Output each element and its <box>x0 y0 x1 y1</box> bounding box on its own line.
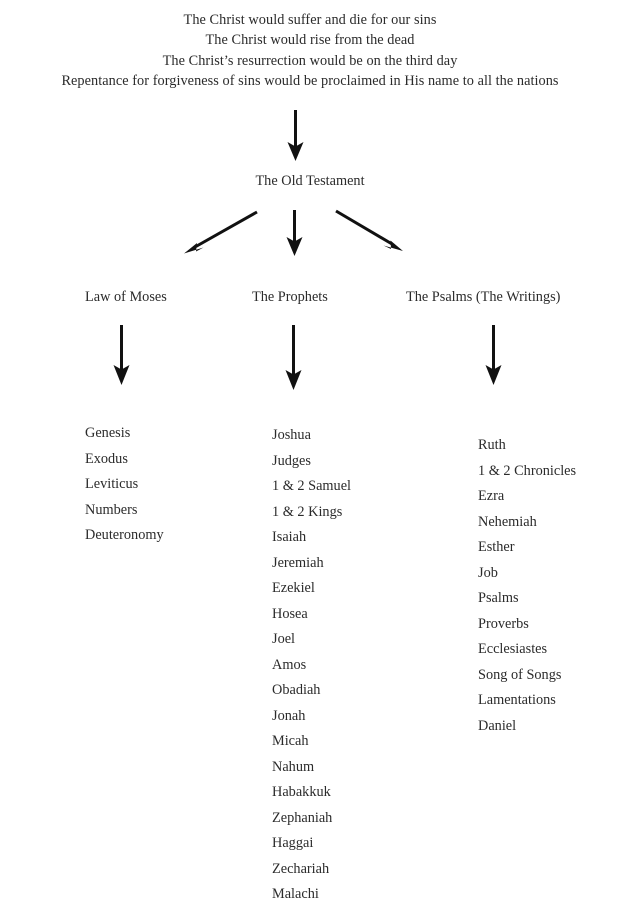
book-item: Song of Songs <box>478 666 562 683</box>
book-item: Judges <box>272 452 311 469</box>
book-item: Exodus <box>85 450 128 467</box>
prophecy-line-4: Repentance for forgiveness of sins would… <box>61 73 559 90</box>
book-item: Lamentations <box>478 692 556 708</box>
book-item: Joshua <box>272 427 311 443</box>
arrow-prophecies-to-old-testament <box>287 110 304 161</box>
book-item: Ezekiel <box>272 580 315 596</box>
book-item: Habakkuk <box>272 784 331 800</box>
book-item: Daniel <box>478 717 517 734</box>
book-item: Obadiah <box>272 682 321 698</box>
book-item: Ecclesiastes <box>478 641 548 657</box>
book-item: Jonah <box>272 707 306 724</box>
book-item: 1 & 2 Kings <box>272 503 343 520</box>
book-item: Genesis <box>85 425 131 441</box>
arrow-prophets-to-books <box>285 325 302 390</box>
book-item: Psalms <box>478 590 519 606</box>
book-item: 1 & 2 Chronicles <box>478 462 577 479</box>
book-item: Jeremiah <box>272 554 324 571</box>
book-item: Joel <box>272 631 296 647</box>
book-item: Hosea <box>272 605 308 622</box>
book-item: Zephaniah <box>272 809 333 826</box>
column-header-the-psalms: The Psalms (The Writings) <box>406 289 561 305</box>
arrow-old-testament-to-psalms <box>335 209 403 251</box>
book-item: Ruth <box>478 437 506 453</box>
arrow-old-testament-to-law <box>184 210 258 254</box>
book-item: Job <box>478 564 498 581</box>
book-item: 1 & 2 Samuel <box>272 478 352 494</box>
book-item: Amos <box>272 656 307 673</box>
book-item: Leviticus <box>85 476 139 492</box>
book-item: Deuteronomy <box>85 527 164 543</box>
book-item: Esther <box>478 539 515 555</box>
book-item: Micah <box>272 733 309 749</box>
column-header-law-of-moses: Law of Moses <box>85 289 167 305</box>
prophecy-line-1: The Christ would suffer and die for our … <box>183 12 437 28</box>
prophecy-line-3: The Christ’s resurrection would be on th… <box>162 52 458 69</box>
arrow-law-to-books <box>113 325 130 385</box>
book-item: Ezra <box>478 488 505 504</box>
prophecy-line-2: The Christ would rise from the dead <box>205 32 415 49</box>
book-item: Nahum <box>272 758 315 775</box>
book-item: Numbers <box>85 501 138 518</box>
book-item: Malachi <box>272 886 319 902</box>
book-item: Nehemiah <box>478 513 537 530</box>
book-item: Proverbs <box>478 615 529 632</box>
book-item: Isaiah <box>272 529 307 545</box>
prophecy-block: The Christ would suffer and die for our … <box>0 10 620 92</box>
node-old-testament: The Old Testament <box>255 173 365 189</box>
book-item: Zechariah <box>272 860 330 877</box>
book-item: Haggai <box>272 835 314 851</box>
arrow-psalms-to-books <box>485 325 502 385</box>
column-header-the-prophets: The Prophets <box>252 289 328 305</box>
arrow-old-testament-to-prophets <box>286 210 303 256</box>
diagram-canvas: The Christ would suffer and die for our … <box>0 10 620 902</box>
